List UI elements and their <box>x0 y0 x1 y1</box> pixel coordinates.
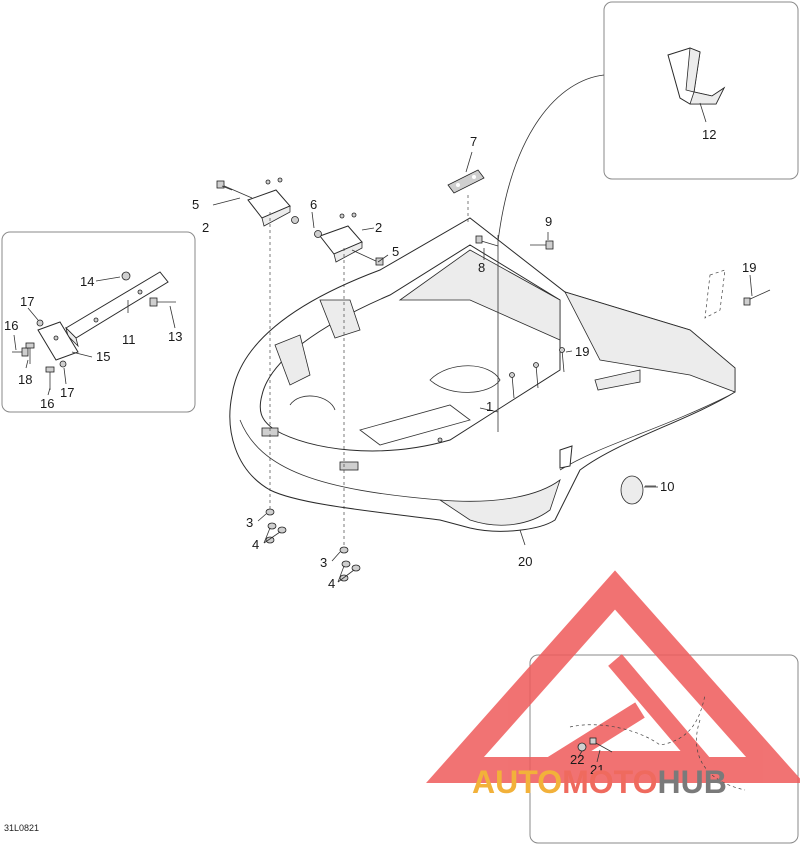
callout-21: 21 <box>590 762 604 777</box>
rivets-19-icon <box>509 347 565 399</box>
callout-3-right: 3 <box>320 555 327 570</box>
plate-15-icon <box>37 321 79 361</box>
callout-7: 7 <box>470 134 477 149</box>
nut-14-icon <box>121 271 131 281</box>
callout-9: 9 <box>545 214 552 229</box>
callout-15: 15 <box>96 349 110 364</box>
screw-19-icon <box>704 269 771 319</box>
screw-5-right-icon <box>351 249 384 266</box>
callout-2-left: 2 <box>202 220 209 235</box>
washers-3-4-left-icon <box>265 508 287 544</box>
detail-leader-12 <box>496 74 605 251</box>
callout-5-right: 5 <box>392 244 399 259</box>
callout-3-left: 3 <box>246 515 253 530</box>
cover-7-icon <box>447 169 485 194</box>
screw-9-icon <box>530 240 554 250</box>
screw-18-icon <box>25 342 35 364</box>
washer-17-icon <box>36 319 44 327</box>
screw-16b-icon <box>45 366 55 390</box>
watermark-hub: HUB <box>657 764 726 800</box>
support-bracket-11-icon <box>65 271 169 348</box>
watermark-text: AUTOMOTOHUB <box>472 764 727 800</box>
watermark-auto: AUTO <box>472 764 562 800</box>
washer-17b-icon <box>59 360 67 368</box>
hinge-2-left-icon <box>247 177 291 227</box>
screw-13-icon <box>149 297 176 307</box>
callout-11: 11 <box>122 332 136 347</box>
detail-box-12 <box>603 1 799 180</box>
pin-21-icon <box>589 737 613 753</box>
callout-2-right: 2 <box>375 220 382 235</box>
callout-12: 12 <box>702 127 716 142</box>
watermark-moto: MOTO <box>562 764 657 800</box>
callout-16-top: 16 <box>4 318 18 333</box>
lanyard-cord-2-icon <box>696 719 746 791</box>
callout-17-top: 17 <box>20 294 34 309</box>
screw-16-icon <box>12 347 29 357</box>
callout-17-bottom: 17 <box>60 385 74 400</box>
callout-19-right: 19 <box>742 260 756 275</box>
callout-6: 6 <box>310 197 317 212</box>
callout-19-center: 19 <box>575 344 589 359</box>
callout-16-bottom: 16 <box>40 396 54 411</box>
plug-10-icon <box>620 475 656 505</box>
callout-1: 1 <box>486 399 493 414</box>
automotohub-logo-icon <box>426 570 800 783</box>
callout-10: 10 <box>660 479 674 494</box>
nut-6-left-icon <box>291 216 299 224</box>
callout-22: 22 <box>570 752 584 767</box>
callout-8: 8 <box>478 260 485 275</box>
callout-14: 14 <box>80 274 94 289</box>
callout-4-right: 4 <box>328 576 335 591</box>
callout-18: 18 <box>18 372 32 387</box>
bracket-12-icon <box>667 47 726 105</box>
washer-22-icon <box>577 742 587 752</box>
callout-20: 20 <box>518 554 532 569</box>
screw-8-icon <box>475 235 499 247</box>
callout-13: 13 <box>168 329 182 344</box>
hinge-2-right-icon <box>319 212 363 263</box>
washers-3-4-right-icon <box>339 546 361 582</box>
callout-4-left: 4 <box>252 537 259 552</box>
reference-code: 31L0821 <box>4 823 39 833</box>
nut-6-right-icon <box>314 230 322 238</box>
callout-5-left: 5 <box>192 197 199 212</box>
screw-5-left-icon <box>216 180 253 199</box>
